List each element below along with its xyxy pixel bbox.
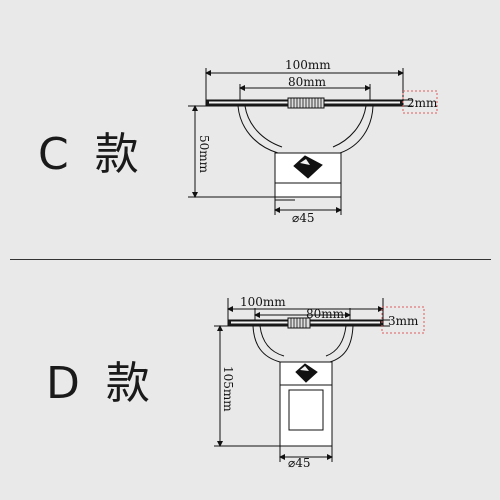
section-divider xyxy=(10,259,491,260)
variant-d-drawing xyxy=(214,298,425,462)
variant-c-drawing xyxy=(188,68,438,215)
c-overall-width-text: 100mm xyxy=(285,58,331,72)
c-stopper xyxy=(293,155,323,179)
c-basket-body xyxy=(237,105,374,154)
d-inner-width-text: 80mm xyxy=(306,307,345,321)
c-inner-width-text: 80mm xyxy=(288,75,327,89)
d-stopper xyxy=(295,363,318,383)
c-height-text: 50mm xyxy=(197,135,211,174)
d-spring xyxy=(287,317,311,329)
d-basket-body xyxy=(252,325,354,363)
c-thickness-text: 2mm xyxy=(407,96,438,110)
variant-d-label: D 款 xyxy=(46,358,156,409)
d-thickness-highlight xyxy=(381,306,425,334)
d-height-text: 105mm xyxy=(221,366,235,412)
d-overall-width-text: 100mm xyxy=(240,295,286,309)
c-thickness-highlight xyxy=(402,90,438,114)
c-diameter-text: ⌀45 xyxy=(292,211,315,225)
d-diameter-text: ⌀45 xyxy=(288,456,311,470)
d-thickness-text: 3mm xyxy=(388,314,419,328)
variant-c-label: C 款 xyxy=(38,129,145,180)
